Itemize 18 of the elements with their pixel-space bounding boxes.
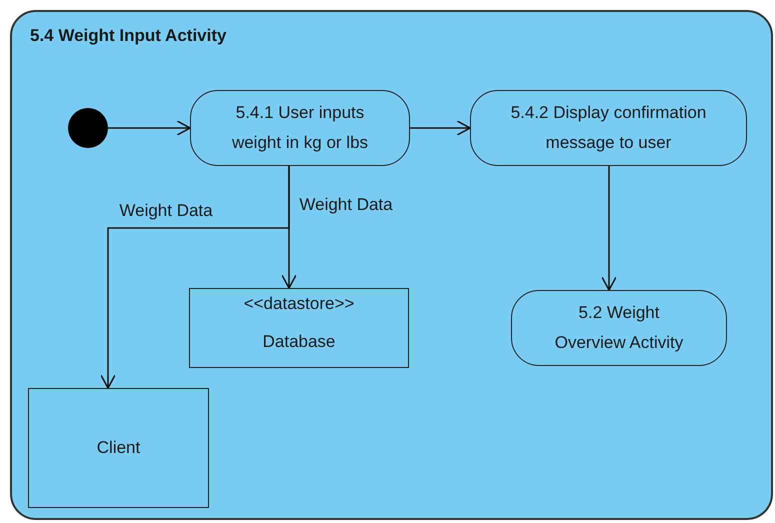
arrow	[601, 166, 617, 291]
node-label: Database	[262, 331, 336, 353]
node-label: 5.2 Weight Overview Activity	[554, 302, 684, 354]
node-label: 5.4.1 User inputs weight in kg or lbs	[230, 102, 370, 154]
action-node	[190, 90, 410, 166]
object-box	[28, 388, 209, 508]
datastore-box	[189, 288, 409, 368]
initial-node	[68, 108, 108, 148]
activity-node	[511, 290, 727, 366]
activity-frame	[10, 10, 773, 520]
node-label: Client	[96, 437, 140, 459]
arrow	[108, 120, 191, 136]
stereotype-label: <<datastore>>	[244, 293, 354, 315]
node-label: 5.4.2 Display confirmation message to user	[510, 102, 708, 154]
frame-title: 5.4 Weight Input Activity	[30, 26, 226, 46]
arrow	[100, 166, 290, 389]
action-node	[470, 90, 747, 166]
arrow	[410, 120, 471, 136]
